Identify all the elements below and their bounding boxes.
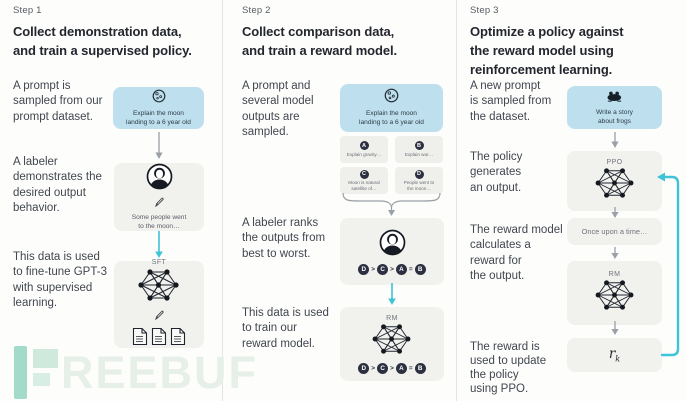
option-d: D People went to the moon… [395,167,443,194]
rm-label: RM [386,314,398,322]
rank-separator: > [390,265,394,273]
step1-labeler-text: A labeler demonstrates the desired outpu… [13,156,102,214]
rank-separator: = [408,265,413,273]
rank-circle: D [358,263,370,275]
step1-label: Step 1 [13,5,42,16]
step1-sft-box: SFT [114,258,204,351]
step2-labeler-box: D > C > A = B [340,218,444,285]
step2-prompt-text: A prompt and several model outputs are s… [242,80,314,138]
step3-reward-box: rk [567,338,662,372]
step1-prompt-box: Explain the moon landing to a 6 year old [113,87,204,129]
step3-title: Optimize a policy against the reward mod… [470,24,624,77]
pencil-icon [154,308,165,326]
arrow-down-gray [154,132,164,165]
option-b-badge: B [414,141,424,151]
step1-prompt-text: A prompt is sampled from our prompt data… [13,80,103,123]
step2-data-text: This data is used to train our reward mo… [242,307,329,350]
step1-data-text: This data is used to fine-tune GPT-3 wit… [13,251,107,309]
step1-labeler-box: Some people went to the moon… [114,163,204,231]
frog-icon [606,89,623,107]
step3-ppo-box: PPO [567,151,662,211]
arrow-down-teal [154,231,164,264]
sft-label: SFT [151,258,167,266]
ranking-row: D > C > A = B [358,263,426,275]
step3-output-box: Once upon a time… [567,218,662,245]
step3-reward-model-text: The reward model calculates a reward for… [470,224,563,282]
option-a: A Explain gravity… [340,136,388,163]
documents-icon [132,327,186,351]
step3-prompt-text: A new prompt is sampled from the dataset… [470,80,552,123]
option-a-text: Explain gravity… [346,151,382,157]
step3-output-text: Once upon a time… [581,227,648,236]
freebuf-watermark: REEBUF [14,346,258,399]
step2-title: Collect comparison data, and train a rew… [242,24,397,58]
step3-prompt-box-text: Write a story about frogs [596,108,633,125]
option-c-text: Moon is natural satellite of… [348,180,380,191]
rank-circle: C [377,263,389,275]
option-c: C Moon is natural satellite of… [340,167,388,194]
arrow-down-gray [610,321,620,341]
arrow-down-gray [610,132,620,154]
labeler-icon [146,163,173,195]
step3-prompt-box: Write a story about frogs [567,86,662,129]
ranking-row: D > C > A = B [358,362,426,374]
column-divider-1 [222,0,223,401]
step2-options-grid: A Explain gravity… B Explain war… C Moon… [340,136,444,194]
rank-separator: > [371,265,376,273]
neural-network-icon [372,323,412,360]
neural-network-icon [595,167,635,204]
rank-circle: C [377,362,389,374]
option-b: B Explain war… [395,136,443,163]
rank-circle: A [395,263,407,275]
ppo-label: PPO [606,158,623,166]
reward-value: rk [608,346,621,364]
labeler-icon [379,229,406,261]
step3-label: Step 3 [470,5,499,16]
column-divider-2 [456,0,457,401]
arrow-down-gray [610,247,620,265]
step1-title: Collect demonstration data, and train a … [13,24,192,58]
step1-prompt-box-text: Explain the moon landing to a 6 year old [126,109,191,126]
step2-prompt-box-text: Explain the moon landing to a 6 year old [359,110,424,126]
arrow-down-gray [610,206,620,224]
rank-circle: A [395,362,407,374]
rank-circle: B [414,362,426,374]
moon-icon [384,88,399,108]
rank-circle: B [414,263,426,275]
rm-label: RM [608,270,621,278]
step2-prompt-box: Explain the moon landing to a 6 year old [340,84,443,132]
step3-rm-box: RM [567,261,662,325]
step1-demo-output-text: Some people went to the moon… [131,213,187,230]
rank-circle: D [358,362,370,374]
step2-rank-text: A labeler ranks the outputs from best to… [242,217,326,260]
neural-network-icon [138,268,180,307]
watermark-text: REEBUF [61,347,259,398]
step3-policy-text: The policy generates an output. [470,151,523,194]
option-a-badge: A [359,141,369,151]
moon-icon [152,89,166,108]
freebuf-logo-f [33,349,58,386]
neural-network-icon [595,279,635,316]
pencil-icon [154,195,165,213]
option-d-badge: D [414,169,424,179]
step2-rm-box: RM D > C > A = B [340,307,444,381]
option-d-text: People went to the moon… [403,180,435,191]
option-b-text: Explain war… [404,151,434,157]
step3-reward-update-text: The reward is used to update the policy … [470,341,547,395]
rank-separator: = [408,364,413,372]
freebuf-logo-bar [14,346,27,399]
brace-gather-arrow [340,191,444,222]
rank-separator: > [371,364,376,372]
option-c-badge: C [359,169,369,179]
arrow-down-teal [387,283,397,311]
step2-label: Step 2 [242,5,271,16]
rank-separator: > [390,364,394,372]
feedback-loop-arrow [655,166,686,371]
